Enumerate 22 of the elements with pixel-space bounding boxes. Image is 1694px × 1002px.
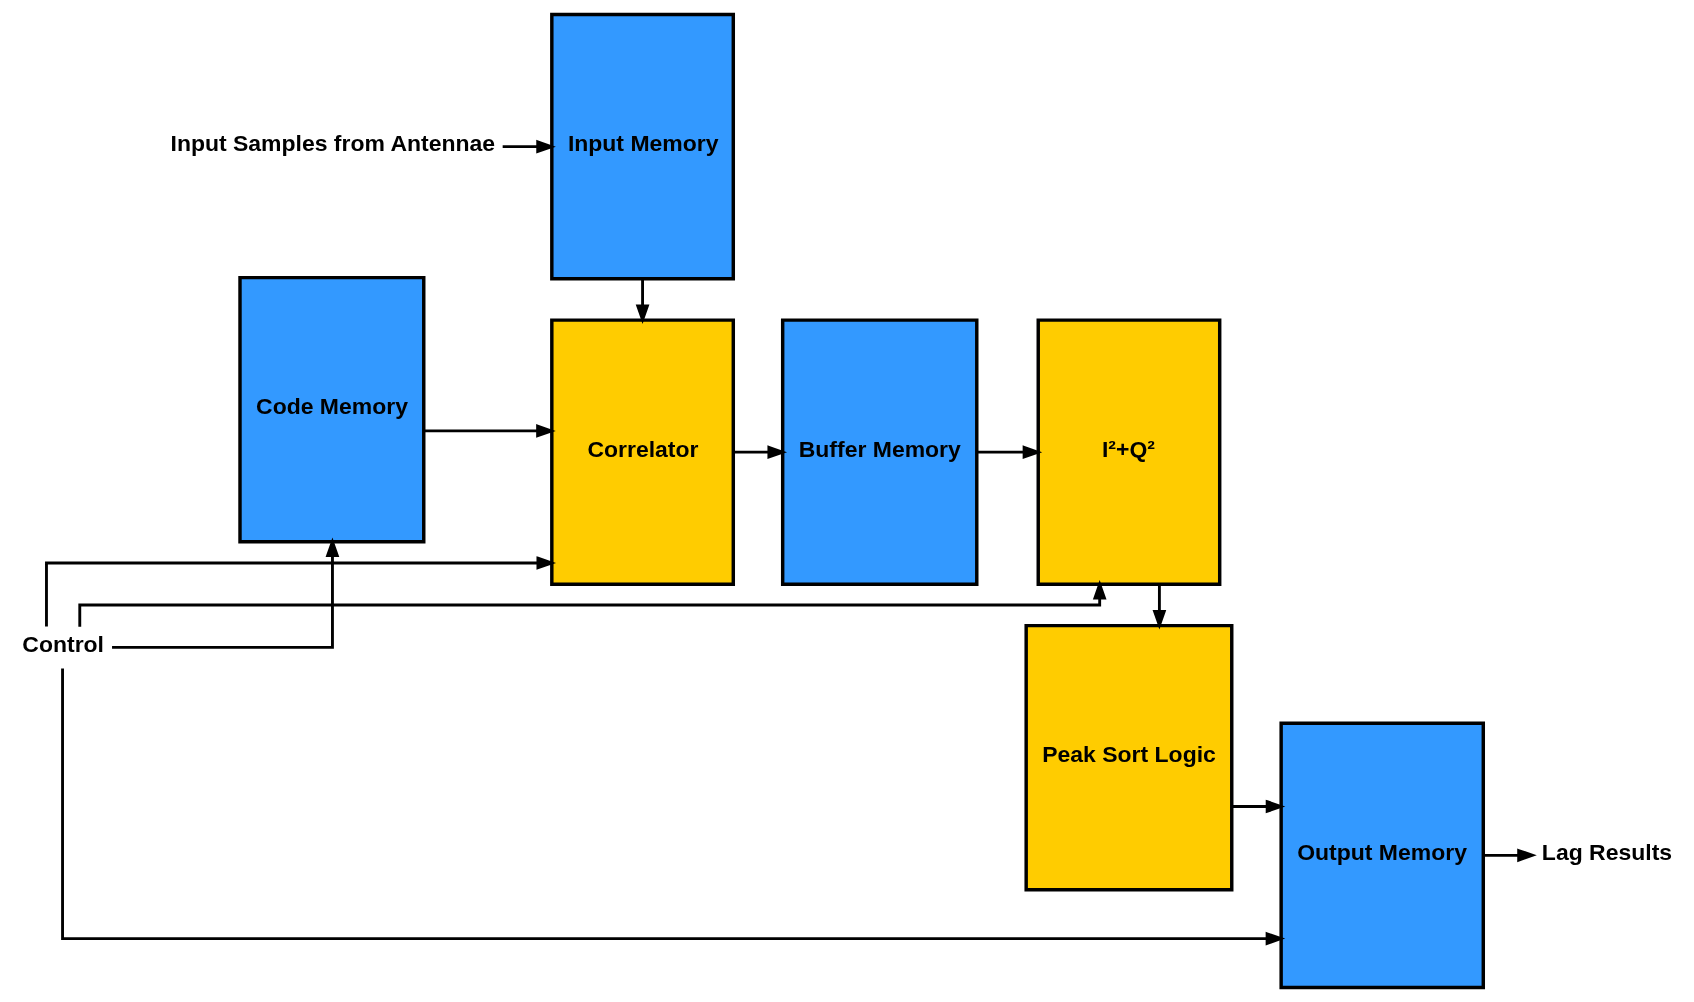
arrow (1152, 584, 1167, 630)
node-box: Input Memory (550, 12, 735, 281)
arrow (423, 424, 556, 438)
node-box: I²+Q² (1036, 318, 1222, 586)
node-box: Peak Sort Logic (1024, 623, 1234, 892)
arrow (502, 139, 556, 154)
node-box: Output Memory (1279, 721, 1485, 990)
arrow (61, 668, 1286, 946)
arrow (976, 445, 1043, 460)
arrow (1483, 848, 1537, 863)
arrow (78, 580, 1107, 627)
node-box: Buffer Memory (780, 318, 979, 586)
node-text: Lag Results (1541, 838, 1673, 865)
node-box: Code Memory (238, 275, 426, 544)
arrow (635, 278, 650, 325)
arrow (112, 537, 340, 649)
arrow (45, 556, 557, 627)
arrow (1232, 799, 1286, 814)
node-box: Correlator (550, 318, 735, 586)
node-text: Input Samples from Antennae (170, 130, 496, 157)
node-text: Control (22, 631, 105, 658)
arrow (733, 445, 787, 460)
